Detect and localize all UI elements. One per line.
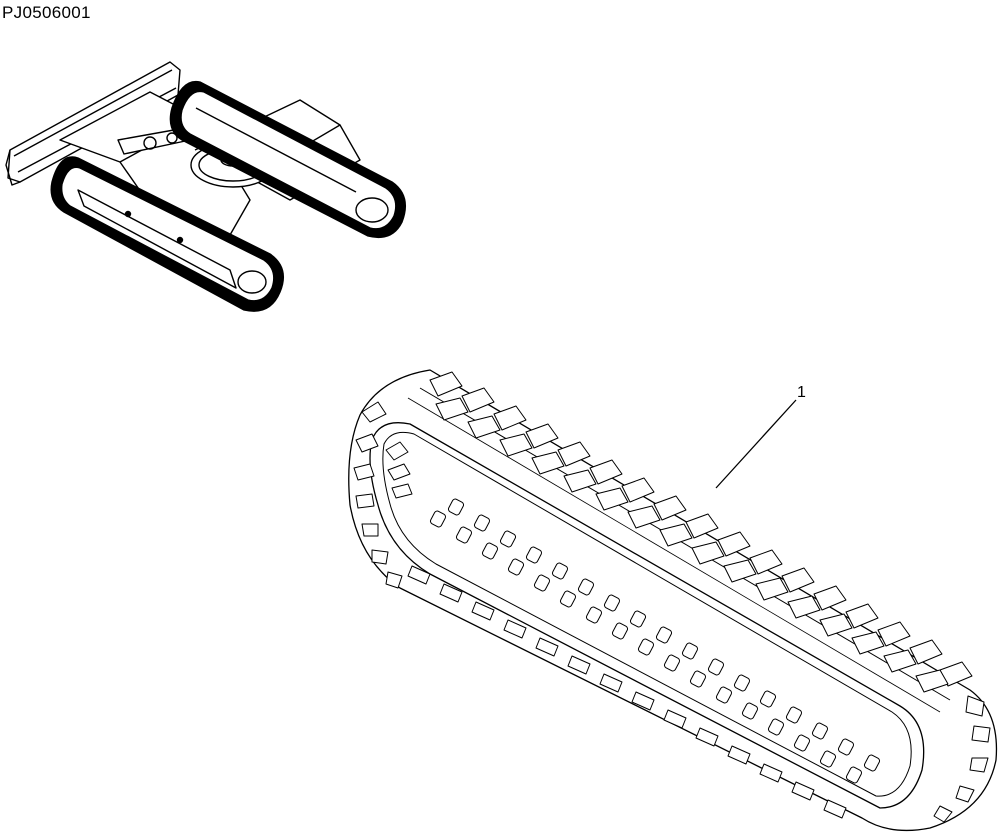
- undercarriage-illustration: [5, 61, 406, 312]
- track-inner-edge: [369, 422, 925, 809]
- tread-lugs-right-end: [933, 695, 991, 823]
- guide-lugs: [429, 498, 881, 784]
- callout-number: 1: [797, 384, 806, 401]
- tread-lugs-left-end: [353, 401, 413, 589]
- rubber-track-illustration: [348, 369, 998, 832]
- tread-lugs-bottom: [407, 565, 847, 819]
- tread-lugs-top: [429, 371, 973, 693]
- track-rear: [169, 80, 406, 239]
- callout-1: 1: [715, 384, 806, 489]
- track-front: [50, 156, 284, 312]
- figure-id: PJ0506001: [2, 3, 91, 22]
- leader-line: [715, 399, 797, 489]
